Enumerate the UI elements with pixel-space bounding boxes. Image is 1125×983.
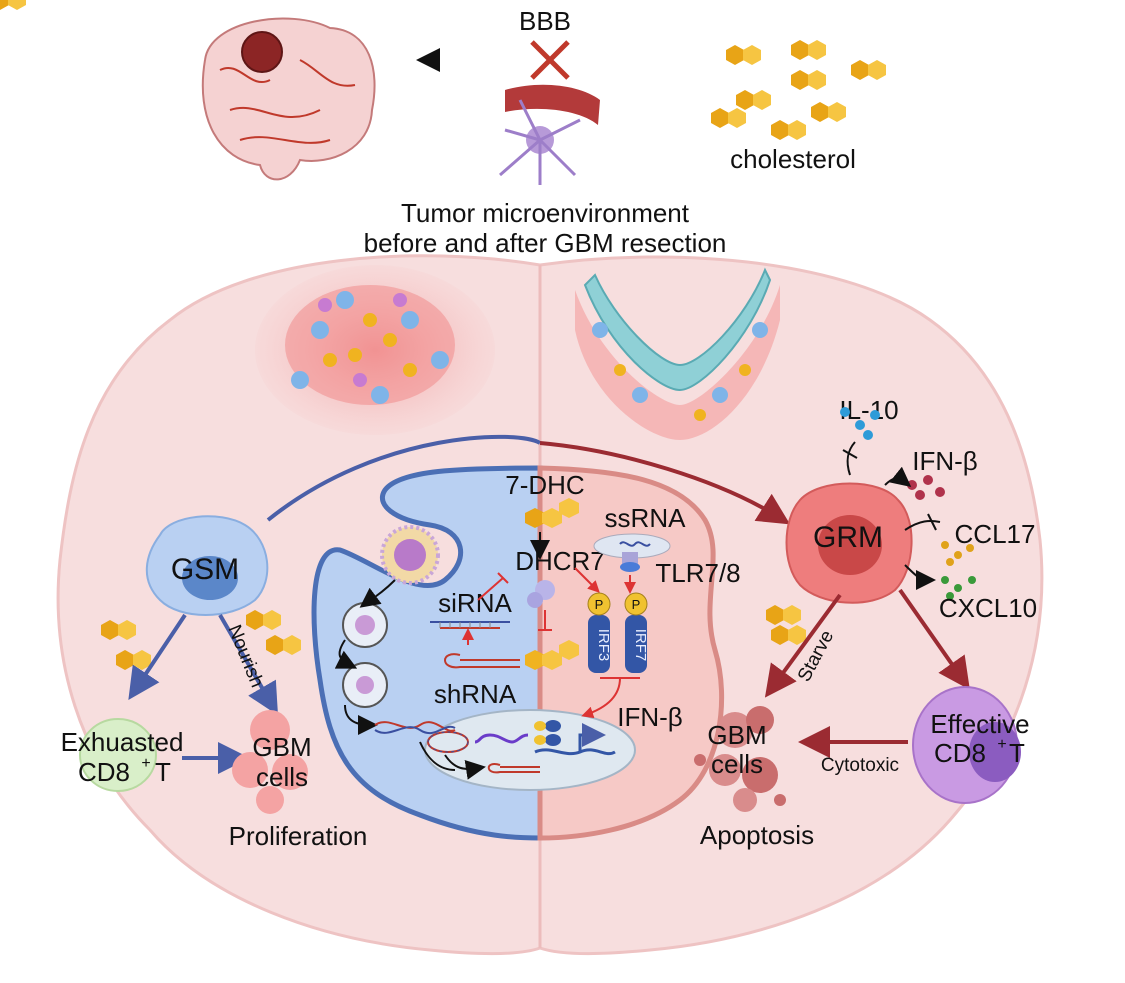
left-gbm-cells: GBM cells: [232, 710, 312, 814]
top-brain-illustration: [201, 17, 376, 181]
exhausted-t: T: [155, 757, 171, 787]
gsm-cell: GSM: [145, 515, 269, 616]
7-dhc-molecule-icon: [525, 498, 579, 528]
cholesterol-product-icon: [525, 640, 579, 670]
plasmid-icon: [427, 731, 469, 753]
arrow-icon: [884, 466, 912, 487]
endosome-icon: [342, 602, 388, 708]
transcription-complex-icon: [534, 720, 616, 756]
arrow-left-icon: [416, 48, 440, 72]
tumor-before-resection: [255, 265, 495, 435]
grm-cell: GRM: [785, 482, 913, 604]
right-gbm-line2: cells: [711, 749, 763, 779]
arrow-icon: [904, 520, 941, 531]
exhausted-line1: Exhuasted: [61, 727, 184, 757]
dhcr7-enzyme-icon: [527, 580, 555, 608]
right-ifnb-label: IFN-β: [912, 446, 978, 476]
exhausted-sup: +: [141, 755, 150, 772]
cytotoxic-label: Cytotoxic: [821, 755, 899, 776]
arrow-icon: [359, 579, 396, 608]
dhcr7-label: DHCR7: [515, 546, 605, 576]
title-line-2: before and after GBM resection: [364, 228, 727, 258]
tlr-label: TLR7/8: [655, 558, 740, 588]
right-outcome: Apoptosis: [700, 820, 814, 850]
mrna-icon: [474, 733, 529, 744]
arrow-icon: [904, 564, 936, 590]
cholesterol-icon: [0, 0, 26, 10]
phospho-label: P: [595, 597, 604, 612]
ccl17-label: CCL17: [955, 519, 1036, 549]
irf7-label: IRF7: [632, 629, 649, 662]
lipid-nanoparticle-icon: [380, 525, 440, 585]
effective-sup: +: [997, 736, 1006, 753]
ccl17-cytokine-icon: [941, 541, 974, 566]
astrocyte-icon: [499, 99, 581, 185]
irf7-protein: IRF7 P: [624, 592, 649, 673]
center-ifnb-label: IFN-β: [617, 702, 683, 732]
cxcl10-cytokine-icon: [941, 576, 976, 600]
nucleus: [424, 709, 636, 791]
arrow-icon: [218, 613, 279, 716]
bbb-label: BBB: [519, 6, 571, 36]
arrow-icon: [444, 754, 486, 780]
inhibit-line-icon: [477, 577, 504, 601]
right-gbm-line1: GBM: [707, 720, 766, 750]
irf3-protein: IRF3 P: [587, 592, 612, 673]
title-line-1: Tumor microenvironment: [401, 198, 690, 228]
left-outcome: Proliferation: [229, 821, 368, 851]
brain-tumor-icon: [241, 31, 283, 73]
effective-t-cell: Effective CD8 + T: [912, 686, 1030, 804]
exhausted-cd8: CD8: [78, 757, 130, 787]
arrow-icon: [764, 593, 842, 698]
arrow-icon: [898, 588, 970, 690]
left-gbm-line2: cells: [256, 762, 308, 792]
cholesterol-cluster: cholesterol: [0, 0, 886, 174]
ssrna-icon: [619, 541, 651, 547]
effective-t: T: [1009, 738, 1025, 768]
effective-cd8: CD8: [934, 738, 986, 768]
ssrna-label: ssRNA: [605, 503, 687, 533]
arrow-icon: [574, 567, 600, 593]
arrow-icon: [128, 613, 187, 700]
dhc-label: 7-DHC: [505, 470, 584, 500]
transition-arrow-red: [539, 441, 791, 525]
il10-cytokine-icon: [840, 407, 880, 440]
irf3-label: IRF3: [595, 629, 612, 662]
gsm-label: GSM: [171, 553, 239, 586]
blood-vessel-icon: [505, 84, 600, 125]
exhausted-t-cell: Exhuasted CD8 + T: [61, 718, 184, 792]
arrow-icon: [334, 639, 358, 669]
shrna-label: shRNA: [434, 679, 517, 709]
cholesterol-label: cholesterol: [730, 144, 856, 174]
sirna-duplex-icon: [430, 621, 510, 629]
arrow-icon: [846, 441, 856, 476]
phospho-icon: [624, 592, 648, 616]
arrow-icon: [344, 704, 378, 735]
shrna-hairpin-icon: [444, 653, 520, 669]
shrna-hairpin-icon-lower: [487, 762, 540, 774]
cxcl10-label: CXCL10: [939, 593, 1037, 623]
effective-line1: Effective: [930, 709, 1029, 739]
arrow-icon: [585, 677, 640, 715]
left-gbm-line1: GBM: [252, 732, 311, 762]
sirna-label: siRNA: [438, 588, 512, 618]
transition-arrow-blue: [266, 434, 542, 522]
dna-helix-icon: [374, 721, 456, 735]
grm-label: GRM: [813, 521, 883, 554]
tumor-after-resection: [575, 267, 780, 440]
phospho-label: P: [632, 597, 641, 612]
phospho-icon: [587, 592, 611, 616]
bbb-barrier: BBB: [416, 6, 680, 185]
arrow-icon: [419, 741, 456, 771]
right-gbm-cells: GBM cells: [694, 706, 786, 812]
